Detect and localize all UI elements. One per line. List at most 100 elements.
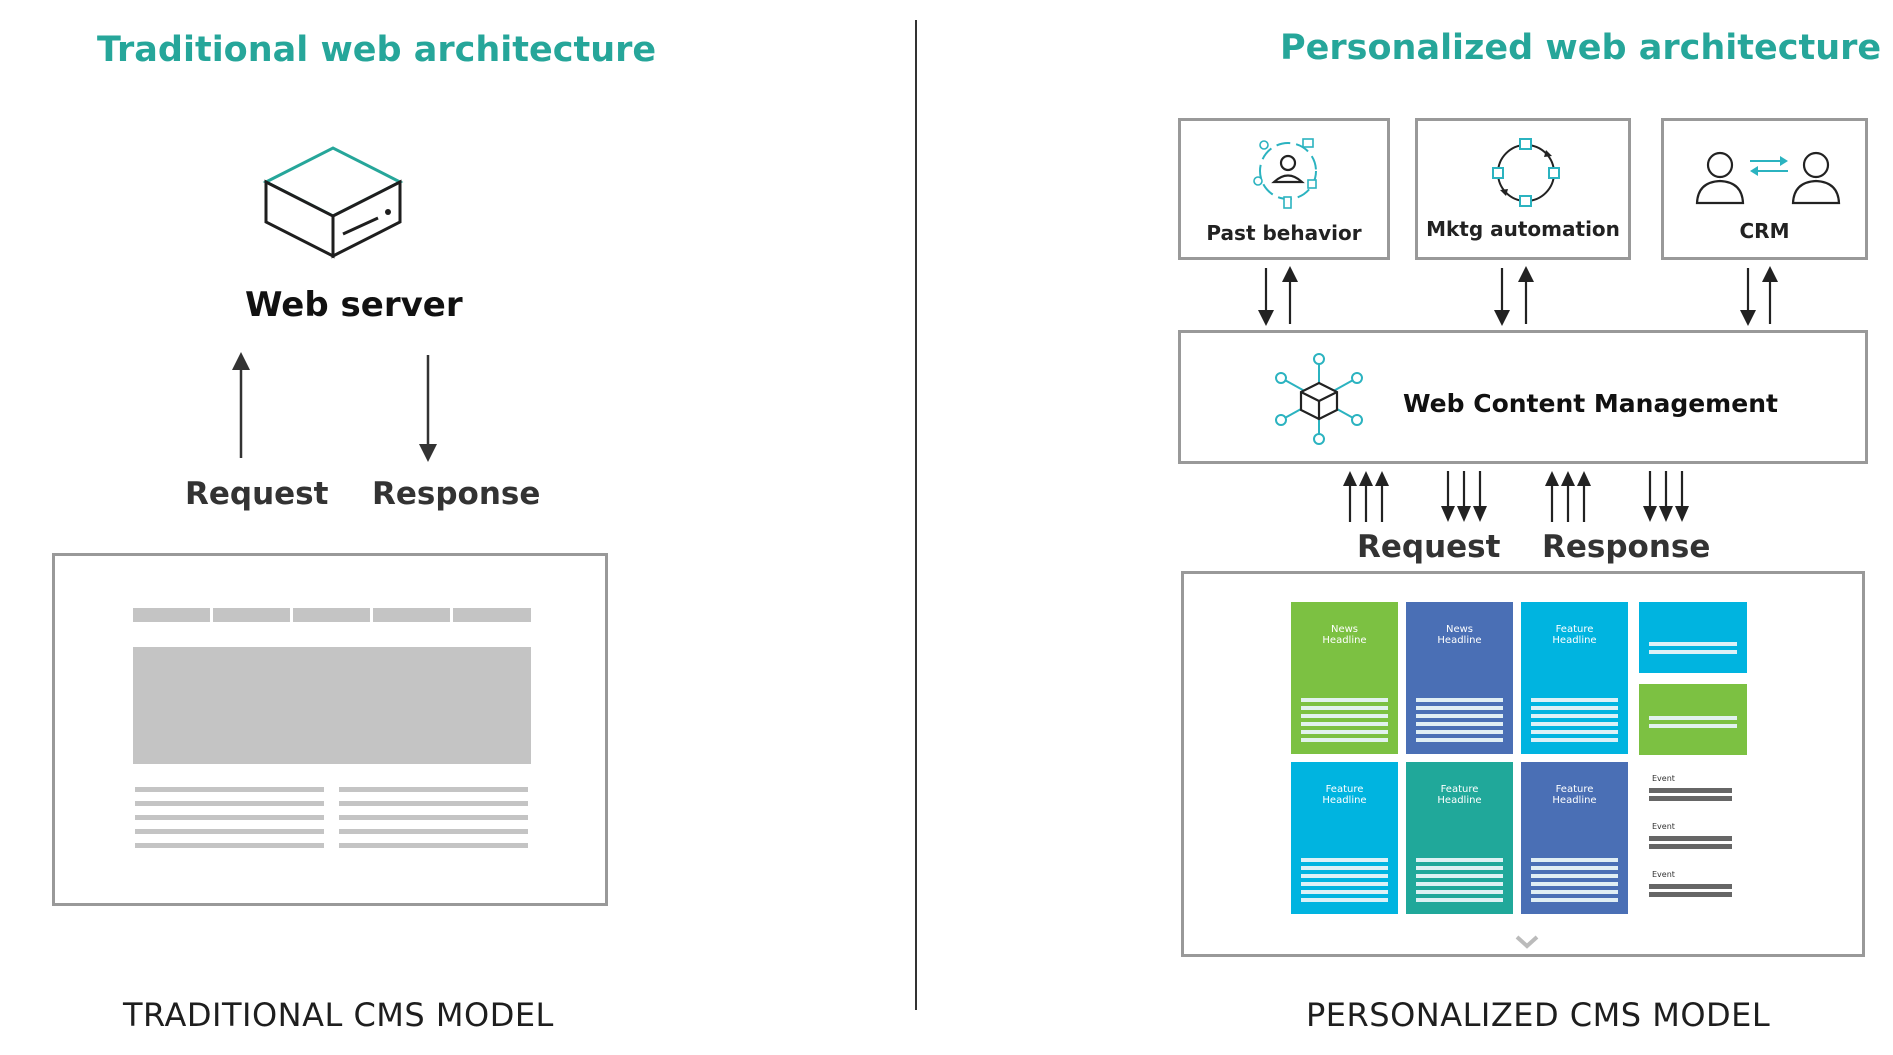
text-line	[135, 815, 324, 820]
tile-text-line	[1301, 706, 1388, 710]
event-label: Event	[1652, 774, 1675, 783]
content-tile[interactable]: Feature Headline	[1521, 762, 1628, 914]
event-bar	[1649, 892, 1732, 897]
tile-text-line	[1531, 874, 1618, 878]
web-server-label: Web server	[245, 285, 463, 325]
nav-bar-segment	[293, 608, 370, 622]
response-label: Response	[372, 476, 541, 512]
past-behavior-box: Past behavior	[1178, 118, 1390, 260]
tile-text-line	[1301, 882, 1388, 886]
event-label: Event	[1652, 822, 1675, 831]
tile-text-line	[1416, 714, 1503, 718]
tile-text-line	[1531, 858, 1618, 862]
nav-bar-segment	[213, 608, 290, 622]
source-label: Past behavior	[1206, 221, 1362, 245]
tile-text-line	[1416, 722, 1503, 726]
nav-bar-segment	[453, 608, 531, 622]
tile-text-line	[1301, 874, 1388, 878]
tile-text-line	[1301, 738, 1388, 742]
event-bar	[1649, 884, 1732, 889]
tile-text-line	[1531, 882, 1618, 886]
text-line	[339, 843, 528, 848]
source-label: Mktg automation	[1426, 217, 1620, 241]
text-line	[339, 801, 528, 806]
event-bar	[1649, 796, 1732, 801]
tile-headline: Feature Headline	[1322, 784, 1367, 806]
request-response-triple-arrows	[1343, 471, 1689, 522]
nav-bar-segment	[133, 608, 210, 622]
nav-bar-segment	[373, 608, 450, 622]
traditional-model-label: TRADITIONAL CMS MODEL	[123, 996, 554, 1034]
text-line	[339, 829, 528, 834]
tile-text-line	[1416, 890, 1503, 894]
tile-text-line	[1531, 706, 1618, 710]
tile-text-line	[1531, 866, 1618, 870]
tile-headline: News Headline	[1322, 624, 1367, 646]
tile-text-line	[1416, 738, 1503, 742]
tile-text-line	[1301, 858, 1388, 862]
source-label: CRM	[1739, 219, 1790, 243]
small-promo-tile	[1639, 602, 1747, 673]
content-tile[interactable]: Feature Headline	[1521, 602, 1628, 754]
event-bar	[1649, 836, 1732, 841]
small-promo-tile	[1639, 684, 1747, 755]
tile-text-line	[1531, 730, 1618, 734]
text-line	[339, 815, 528, 820]
tile-text-line	[1416, 866, 1503, 870]
tile-text-line	[1531, 722, 1618, 726]
tile-headline: Feature Headline	[1552, 624, 1597, 646]
content-tile[interactable]: Feature Headline	[1291, 762, 1398, 914]
content-tile[interactable]: News Headline	[1291, 602, 1398, 754]
tile-text-line	[1301, 714, 1388, 718]
tile-text-line	[1416, 730, 1503, 734]
tile-text-line	[1531, 898, 1618, 902]
text-line	[135, 801, 324, 806]
request-response-arrows	[232, 352, 437, 462]
tile-text-line	[1416, 898, 1503, 902]
wcm-box: Web Content Management	[1178, 330, 1868, 464]
traditional-page-mockup	[52, 553, 608, 906]
personalized-response-label: Response	[1542, 529, 1711, 565]
web-server-icon	[262, 146, 404, 259]
tile-text-line	[1301, 898, 1388, 902]
tile-text-line	[1301, 698, 1388, 702]
tile-text-line	[1416, 698, 1503, 702]
tile-headline: News Headline	[1437, 624, 1482, 646]
marketing-automation-cycle-icon	[1492, 138, 1560, 207]
section-divider	[915, 20, 917, 1010]
tile-text-line	[1301, 730, 1388, 734]
text-line	[135, 843, 324, 848]
personalized-heading: Personalized web architecture	[1280, 28, 1882, 68]
tile-text-line	[1416, 874, 1503, 878]
tile-text-line	[1531, 698, 1618, 702]
tile-text-line	[1531, 738, 1618, 742]
hero-placeholder	[133, 647, 531, 764]
text-line	[135, 829, 324, 834]
past-behavior-icon	[1253, 138, 1317, 209]
text-line	[135, 787, 324, 792]
tile-text-line	[1531, 714, 1618, 718]
wcm-hub-icon	[1275, 353, 1363, 445]
chevron-down-icon[interactable]	[1515, 935, 1539, 949]
personalized-model-label: PERSONALIZED CMS MODEL	[1306, 996, 1771, 1034]
event-label: Event	[1652, 870, 1675, 879]
event-bar	[1649, 844, 1732, 849]
crm-people-exchange-icon	[1695, 151, 1841, 205]
content-tile[interactable]: Feature Headline	[1406, 762, 1513, 914]
content-tile[interactable]: News Headline	[1406, 602, 1513, 754]
crm-box: CRM	[1661, 118, 1868, 260]
request-label: Request	[185, 476, 329, 512]
traditional-heading: Traditional web architecture	[97, 30, 657, 70]
source-sync-arrows	[1258, 266, 1778, 326]
tile-text-line	[1301, 722, 1388, 726]
event-bar	[1649, 788, 1732, 793]
tile-headline: Feature Headline	[1552, 784, 1597, 806]
wcm-label: Web Content Management	[1403, 389, 1778, 418]
tile-text-line	[1301, 890, 1388, 894]
tile-text-line	[1301, 866, 1388, 870]
tile-headline: Feature Headline	[1437, 784, 1482, 806]
tile-text-line	[1416, 882, 1503, 886]
mktg-automation-box: Mktg automation	[1415, 118, 1631, 260]
tile-text-line	[1416, 706, 1503, 710]
